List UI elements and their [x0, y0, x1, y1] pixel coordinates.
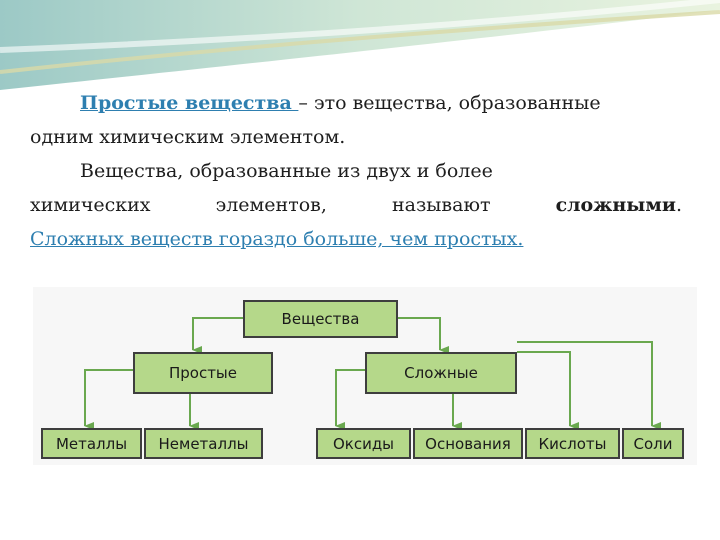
box-oxides: Оксиды: [316, 428, 411, 459]
box-simple: Простые: [133, 352, 273, 394]
word-elements: элементов,: [215, 194, 327, 216]
simple-substances-term: Простые вещества: [80, 92, 299, 114]
box-acids: Кислоты: [525, 428, 620, 459]
text-line-4: химических элементов, называют сложными.: [30, 188, 682, 222]
box-salts: Соли: [622, 428, 684, 459]
text-line-3: Вещества, образованные из двух и более: [80, 160, 493, 182]
box-nonmetals: Неметаллы: [144, 428, 263, 459]
definition-text: Простые вещества – это вещества, образов…: [30, 86, 682, 256]
box-metals: Металлы: [41, 428, 142, 459]
word-chemical: химических: [30, 194, 151, 216]
text-line-5: Сложных веществ гораздо больше, чем прос…: [30, 222, 682, 256]
box-substances: Вещества: [243, 300, 398, 338]
text-line-1: Простые вещества – это вещества, образов…: [30, 86, 682, 120]
complex-more-link[interactable]: Сложных веществ гораздо больше, чем прос…: [30, 228, 524, 250]
definition-rest: – это вещества, образованные: [298, 92, 601, 114]
box-complex: Сложные: [365, 352, 517, 394]
text-line-2: одним химическим элементом.: [30, 126, 346, 148]
period: .: [675, 194, 682, 216]
decorative-swoosh: [0, 0, 720, 90]
complex-term: сложными: [555, 194, 676, 216]
box-bases: Основания: [413, 428, 523, 459]
word-called: называют: [391, 194, 491, 216]
